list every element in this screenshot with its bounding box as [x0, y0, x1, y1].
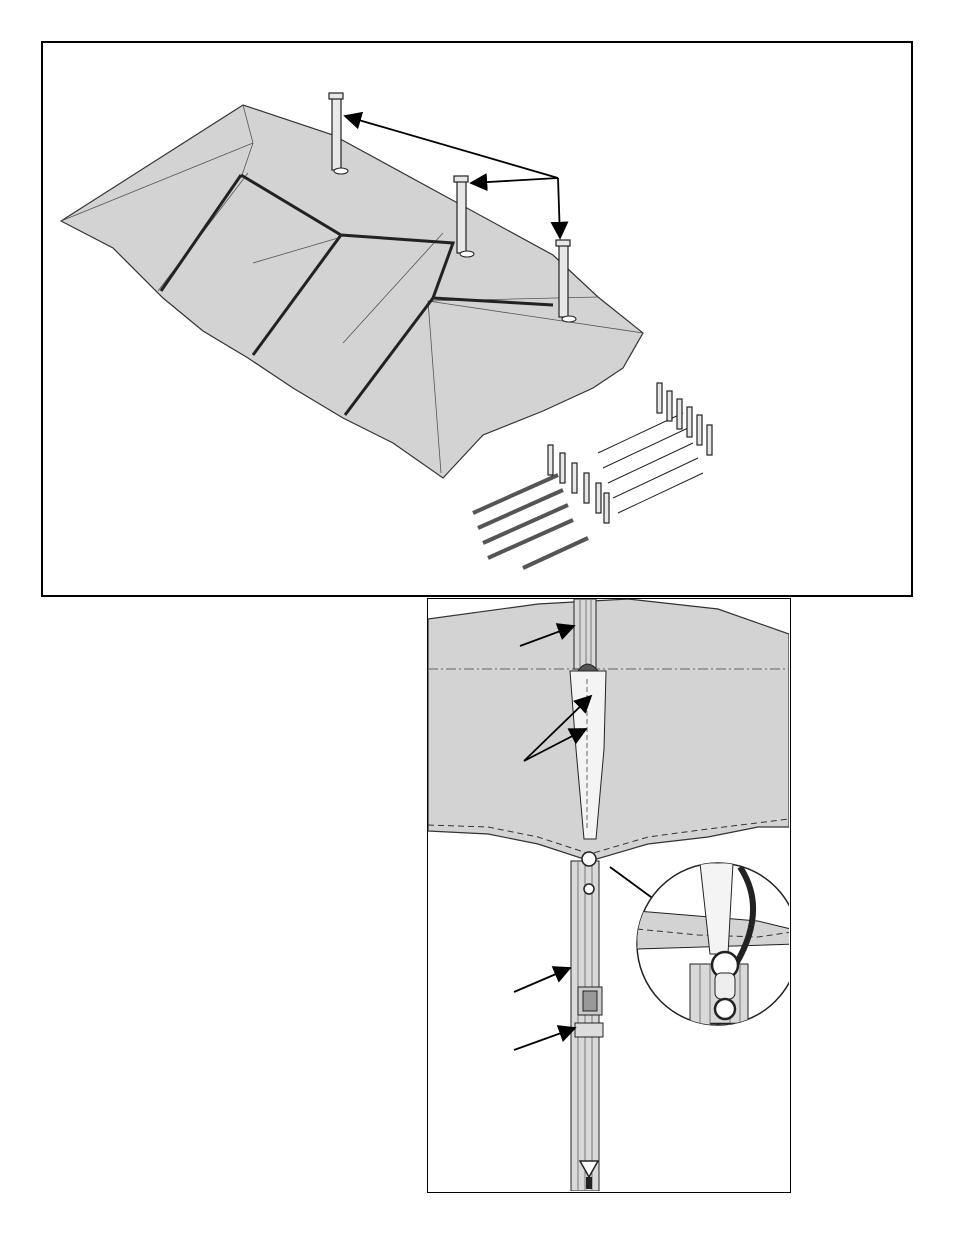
tent-canopy: [61, 105, 643, 478]
stakes-cluster-right: [598, 383, 712, 513]
arrow-to-pole-3: [558, 178, 560, 238]
stakes-cluster-left: [473, 445, 609, 568]
ring: [582, 852, 596, 866]
magnified-detail-view: [637, 863, 789, 1047]
canopy-layout-panel: [41, 41, 913, 597]
arrow-to-pole-2: [471, 178, 558, 183]
d-ring-strap: [586, 1177, 592, 1189]
pole-detail-panel: [427, 598, 791, 1193]
connector-ring: [584, 884, 594, 894]
ratchet: [575, 987, 603, 1037]
arrow-to-pole-section: [514, 968, 570, 992]
pole-detail-drawing: [428, 599, 789, 1191]
canopy-layout-drawing: [43, 43, 911, 595]
arrow-to-ratchet: [514, 1028, 575, 1050]
tent-canvas-detail: [428, 599, 789, 861]
